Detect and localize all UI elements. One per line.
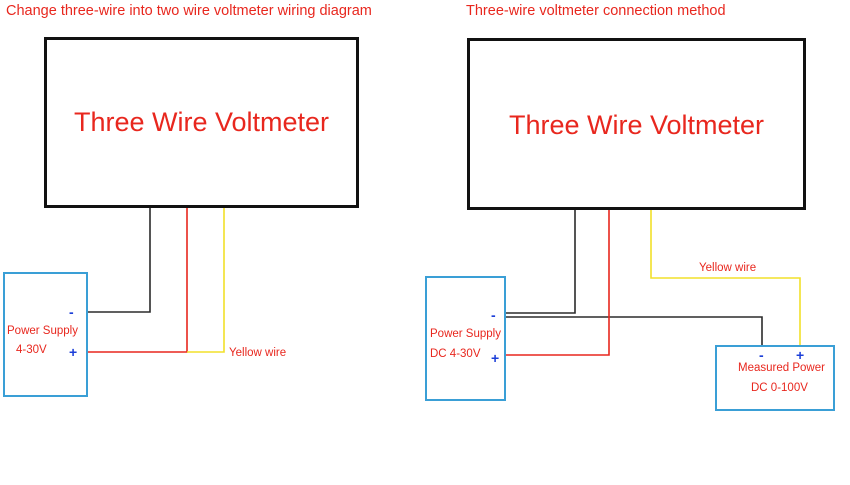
- left-yellow-wire: [187, 207, 225, 353]
- right-red-wire: [505, 209, 610, 356]
- right-minus-sign: -: [491, 307, 496, 323]
- right-voltmeter-box: Three Wire Voltmeter: [467, 38, 806, 210]
- right-power-supply-box: - Power Supply DC 4-30V +: [425, 276, 506, 401]
- right-plus-sign: +: [491, 350, 500, 366]
- left-diagram-title: Change three-wire into two wire voltmete…: [6, 3, 372, 19]
- right-yellow-wire-label: Yellow wire: [699, 262, 757, 274]
- right-diagram-title: Three-wire voltmeter connection method: [466, 3, 726, 19]
- right-supply-label: Power Supply: [430, 328, 501, 340]
- measured-plus-sign: +: [796, 347, 805, 363]
- measured-power-label: Measured Power: [738, 362, 825, 374]
- right-voltmeter-label: Three Wire Voltmeter: [508, 110, 765, 140]
- measured-minus-sign: -: [759, 347, 764, 363]
- left-black-wire: [88, 207, 151, 313]
- left-yellow-wire-label: Yellow wire: [229, 347, 287, 359]
- right-black-wire-top: [505, 209, 576, 314]
- left-supply-label: Power Supply: [7, 325, 78, 337]
- left-supply-range: 4-30V: [16, 344, 47, 356]
- left-voltmeter-box: Three Wire Voltmeter: [44, 37, 359, 208]
- right-supply-range: DC 4-30V: [430, 348, 481, 360]
- left-power-supply-box: - Power Supply 4-30V +: [3, 272, 88, 397]
- measured-power-range: DC 0-100V: [751, 382, 808, 394]
- measured-power-box: - + Measured Power DC 0-100V: [715, 345, 835, 411]
- right-yellow-wire: [650, 209, 801, 346]
- left-plus-sign: +: [69, 344, 78, 360]
- left-minus-sign: -: [69, 304, 74, 320]
- left-voltmeter-label: Three Wire Voltmeter: [73, 107, 330, 137]
- right-black-wire-measured: [505, 316, 763, 346]
- left-red-wire: [88, 207, 188, 353]
